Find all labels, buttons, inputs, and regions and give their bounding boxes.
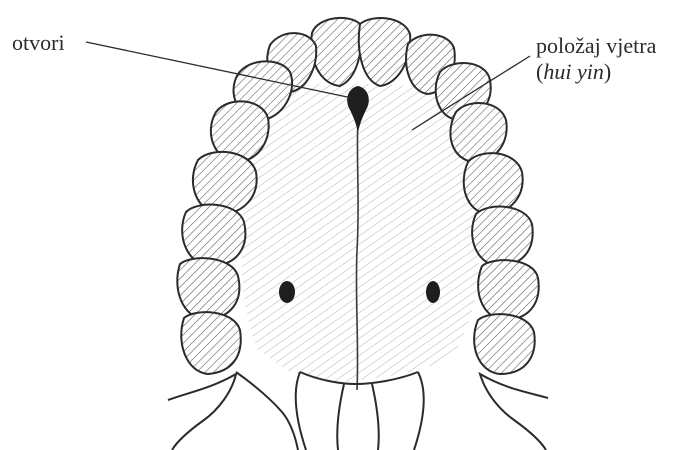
palatine-opening-right bbox=[426, 281, 440, 303]
tooth-molar-right-3 bbox=[474, 314, 535, 374]
tooth-premolar-right-2 bbox=[464, 153, 523, 214]
palatine-opening-left bbox=[279, 281, 295, 303]
tooth-molar-left-2 bbox=[177, 258, 239, 320]
paren-close: ) bbox=[604, 59, 611, 84]
label-wind-position-pinyin: (hui yin) bbox=[536, 59, 611, 85]
tooth-incisor-right-1 bbox=[359, 18, 410, 86]
tooth-molar-left-3 bbox=[181, 312, 240, 374]
tooth-molar-right-2 bbox=[478, 260, 539, 320]
label-wind-position: položaj vjetra bbox=[536, 33, 656, 59]
label-openings-text: otvori bbox=[12, 30, 65, 55]
hard-palate bbox=[242, 84, 479, 382]
tooth-molar-right-1 bbox=[472, 207, 533, 266]
label-wind-position-text: položaj vjetra bbox=[536, 33, 656, 58]
tooth-incisor-left-1 bbox=[311, 18, 361, 86]
label-pinyin-text: hui yin bbox=[543, 59, 604, 84]
skull-base-outline bbox=[168, 372, 548, 450]
tooth-molar-left-1 bbox=[182, 205, 245, 266]
label-openings: otvori bbox=[12, 30, 65, 56]
